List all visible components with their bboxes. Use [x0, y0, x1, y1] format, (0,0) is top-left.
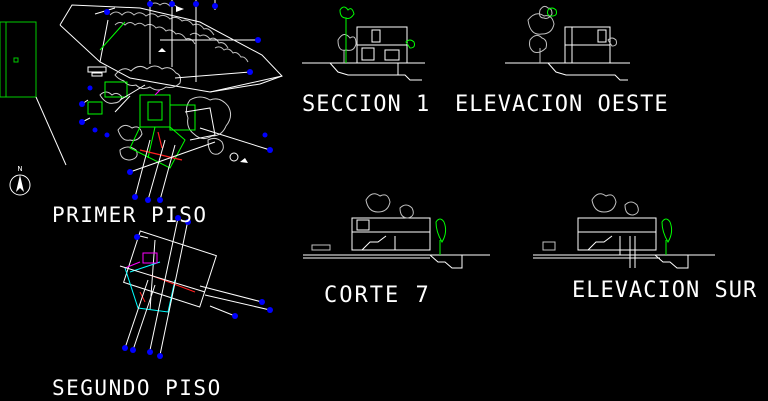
walls-segundo [122, 230, 218, 311]
label-segundo-piso: SEGUNDO PISO [52, 376, 222, 400]
section-line-segundo [139, 274, 196, 303]
label-elevacion-oeste: ELEVACION OESTE [455, 92, 669, 117]
label-primer-piso: PRIMER PISO [52, 203, 208, 227]
label-seccion-1: SECCION 1 [302, 92, 431, 117]
label-elevacion-sur: ELEVACION SUR [572, 278, 758, 303]
north-arrow-icon: N [9, 165, 31, 196]
tree-symbol [229, 152, 239, 162]
magenta-walls-segundo [124, 252, 158, 269]
vegetation-lower [99, 65, 232, 161]
dimension-markers-segundo [122, 215, 273, 359]
walls-primer-piso [87, 81, 196, 169]
corte-7-drawing[interactable] [303, 193, 490, 269]
dimension-lines-segundo [119, 217, 271, 356]
leader-line [99, 21, 126, 51]
seccion-1-drawing[interactable] [302, 6, 425, 81]
segundo-piso-plan[interactable] [119, 215, 273, 359]
label-corte-7: CORTE 7 [324, 283, 431, 308]
vegetation-top [109, 2, 249, 63]
dimension-lines-primer [81, 0, 271, 201]
north-label: N [17, 165, 22, 173]
dimension-markers-primer [79, 1, 273, 203]
sheet-frame [0, 21, 67, 166]
arrow-markers-primer [158, 6, 248, 163]
walls-white-primer [87, 66, 216, 141]
elevacion-oeste-drawing[interactable] [505, 5, 630, 81]
magenta-mark [154, 89, 161, 96]
elevacion-sur-drawing[interactable] [533, 193, 715, 269]
primer-piso-plan[interactable] [59, 0, 283, 203]
